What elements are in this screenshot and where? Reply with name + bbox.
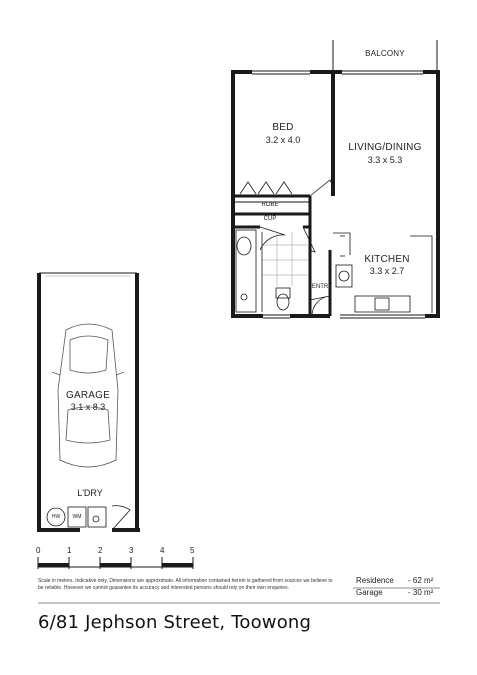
wm-label: WM [72,514,82,520]
disclaimer-text: Scale in metres. Indicative only. Dimens… [38,578,333,591]
area-label: Garage [356,588,383,597]
internal-walls [233,194,332,316]
kitchen-dims: 3.3 x 2.7 [369,266,405,276]
kitchen-label: KITCHEN [364,254,410,265]
windows [252,70,425,319]
property-address: 6/81 Jephson Street, Toowong [38,612,312,633]
scale-tick-2: 2 [98,546,103,555]
area-row-residence: Residence - 62 m² [356,576,433,588]
car-outline [51,323,125,468]
garage-dims: 3.1 x 8.3 [70,402,106,412]
garage-walls [37,273,140,532]
scale-tick-4: 4 [160,546,165,555]
living-dims: 3.3 x 5.3 [367,155,403,165]
garage-label: GARAGE [66,390,110,401]
bed-label: BED [272,122,294,133]
area-value: - 62 m² [408,576,434,585]
laundry-fixtures [46,506,107,528]
area-row-garage: Garage - 30 m² [356,588,433,600]
entry-label: ENTRY [311,284,333,290]
laundry-label: L'DRY [77,488,103,498]
scale-tick-5: 5 [190,546,195,555]
area-value: - 30 m² [408,588,434,597]
robe-label: ROBE [261,202,279,208]
area-table: Residence - 62 m² Garage - 30 m² [356,576,433,600]
living-label: LIVING/DINING [348,142,422,153]
robe-doors [239,181,293,195]
cup-label: CUP [263,216,277,222]
scale-tick-0: 0 [36,546,41,555]
hw-label: HW [51,514,61,520]
balcony-label: BALCONY [365,49,405,58]
bathroom-fixtures [235,229,291,313]
kitchen-benches [333,232,433,313]
scale-tick-1: 1 [67,546,72,555]
bed-dims: 3.2 x 4.0 [265,135,301,145]
door-swings [259,179,334,317]
scale-tick-3: 3 [129,546,134,555]
area-label: Residence [356,576,394,585]
